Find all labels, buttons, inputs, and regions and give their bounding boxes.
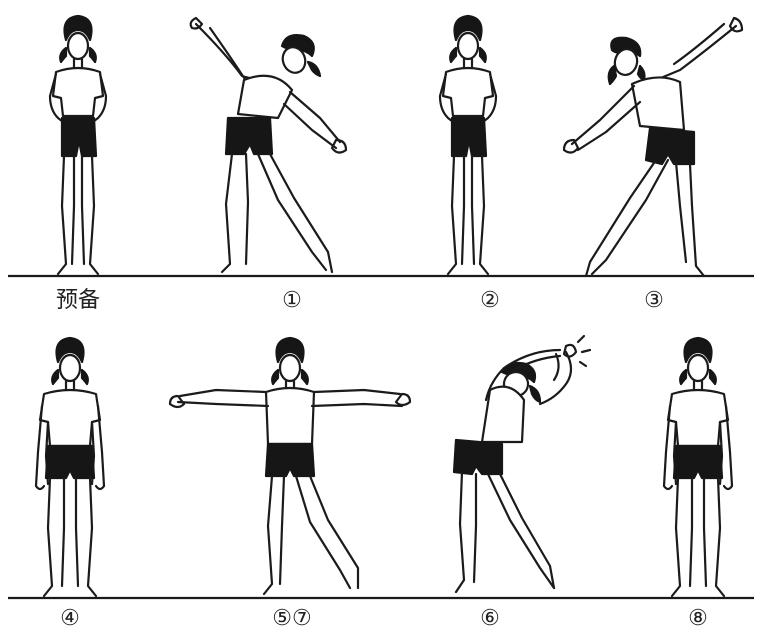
figure-prep xyxy=(50,16,106,274)
figure-step3 xyxy=(564,18,742,276)
label-step2: ② xyxy=(480,290,500,312)
label-step1: ① xyxy=(282,290,302,312)
label-prep: 预备 xyxy=(56,290,100,312)
figure-step6 xyxy=(454,336,590,592)
label-step4: ④ xyxy=(60,608,80,630)
label-step57: ⑤⑦ xyxy=(272,608,311,630)
figure-step57 xyxy=(170,338,410,594)
label-step6: ⑥ xyxy=(480,608,500,630)
label-step3: ③ xyxy=(644,290,664,312)
figure-step2 xyxy=(440,16,496,274)
figure-step8 xyxy=(664,338,732,596)
figure-step1 xyxy=(191,18,346,272)
figure-step4 xyxy=(36,338,104,596)
label-step8: ⑧ xyxy=(688,608,708,630)
